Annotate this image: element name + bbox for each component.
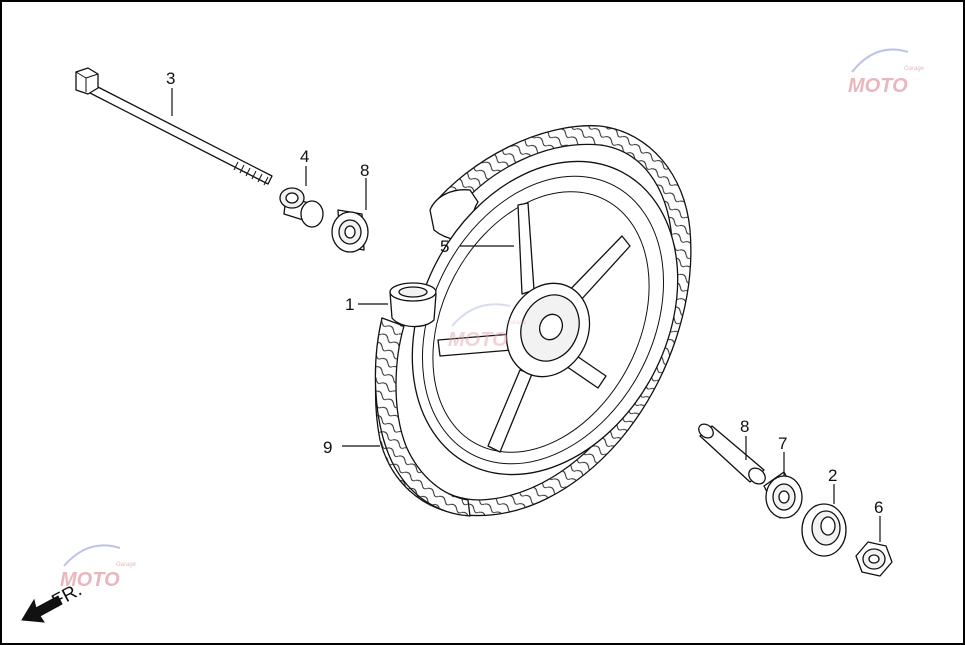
callout-labels: 3 4 8 5 1 9 8 7 2 6	[166, 69, 883, 517]
part-1-tube	[389, 282, 437, 328]
callout-9: 9	[323, 438, 332, 457]
collar-face	[300, 200, 324, 228]
hub-axle-hole	[538, 313, 564, 341]
tire-left-tread	[375, 318, 470, 516]
callout-8-bottom: 8	[740, 417, 749, 436]
callout-6: 6	[874, 498, 883, 517]
callout-1: 1	[345, 295, 354, 314]
part-3-axle	[75, 67, 273, 186]
bearing-left-bore	[344, 225, 356, 239]
callout-5: 5	[440, 237, 449, 256]
watermark-bottom-left: MOTO Garage	[60, 544, 137, 591]
callout-8-top: 8	[360, 161, 369, 180]
part-4-collar	[279, 187, 324, 228]
tube-body	[389, 291, 437, 328]
watermark-center-logo-text: MOTO	[448, 329, 508, 351]
tire-cutaway	[374, 317, 471, 517]
watermark-swoosh-icon	[851, 48, 909, 73]
spacer-end-far	[698, 423, 714, 439]
callout-4: 4	[300, 147, 309, 166]
watermark-sub-text: Garage	[904, 66, 925, 72]
axle-head-nut	[75, 67, 99, 95]
watermark-top-right: MOTO Garage	[848, 48, 925, 97]
callout-7: 7	[778, 434, 787, 453]
watermark-logo-text: MOTO	[848, 75, 908, 97]
watermark-center: MOTO Garage	[448, 303, 527, 351]
seal-bore	[820, 516, 836, 536]
axle-head-face	[75, 71, 99, 92]
watermark-bl-logo-text: MOTO	[60, 569, 120, 591]
callout-2: 2	[828, 466, 837, 485]
nut-hole	[868, 554, 880, 564]
watermark-center-sub-text: Garage	[506, 320, 527, 326]
front-arrow-icon	[21, 595, 63, 623]
part-8-bearing-left	[331, 209, 369, 253]
watermark-center-swoosh-icon	[451, 303, 511, 327]
tube-end-inner	[398, 286, 428, 298]
part-2-oil-seal	[801, 503, 847, 557]
part-6-axle-nut	[855, 541, 893, 577]
rim-inner-ring	[432, 191, 650, 453]
axle-thread	[233, 161, 269, 186]
watermark-bl-sub-text: Garage	[116, 562, 137, 568]
front-wheel-assembly	[374, 125, 692, 517]
bearing-right-bore	[778, 490, 790, 504]
collar-hole	[285, 192, 299, 204]
watermark-bl-swoosh-icon	[63, 544, 121, 567]
part-8-spacer	[698, 423, 766, 485]
leader-lines	[171, 88, 881, 542]
part-7-bearing-right	[763, 471, 803, 519]
rim-lip-ring	[421, 175, 665, 465]
spacer-end-near	[748, 467, 766, 485]
callout-3: 3	[166, 69, 175, 88]
